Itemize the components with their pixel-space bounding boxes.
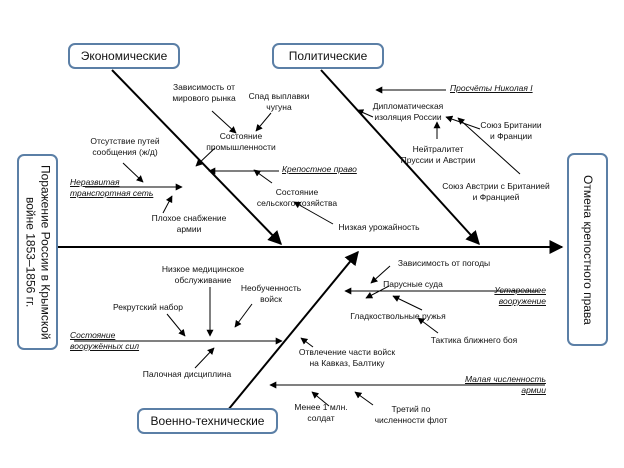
cause-alliance-uk-fr: Союз Британии и Франции [480,120,542,141]
problem-line-1: Поражение России в Крымской [38,164,53,340]
arrow-alliance-at [457,117,521,175]
arrow-diversion [300,337,314,348]
arrow-sail [365,285,390,299]
cause-neutrality: Нейтралитет Пруссии и Австрии [400,144,476,165]
arrow-no-routes [122,162,144,183]
category-military-label: Военно-технические [150,414,265,428]
effect-box: Отмена крепостного права [567,153,608,346]
military-bone [227,250,359,411]
cause-untrained: Необученность войск [240,283,302,304]
category-economic-label: Экономические [80,49,168,63]
cause-stick: Палочная дисциплина [142,369,232,379]
category-political-label: Политические [288,49,368,63]
arrow-industry [195,147,216,167]
cause-supply: Плохое снабжение армии [151,213,227,234]
cause-harvest: Низкая урожайность [338,222,420,232]
effect-text: Отмена крепостного права [580,175,595,325]
arrow-fleet [354,391,374,406]
cause-recruit: Рекрутский набор [113,302,183,312]
problem-line-2: войне 1853–1856 гг. [23,196,38,308]
cause-serfdom: Крепостное право [282,164,357,174]
cause-isolation: Дипломатическая изоляция России [372,101,444,122]
cause-soldiers: Менее 1 млн. солдат [294,402,348,423]
cause-industry-state: Состояние промышленности [206,131,276,152]
cause-tactics: Тактика ближнего боя [430,335,518,345]
cause-fleet: Третий по численности флот [374,404,448,425]
cause-no-routes: Отсутствие путей сообщения (ж/д) [90,136,160,157]
arrow-recruit [166,313,186,337]
cause-army-state: Состояние вооружённых сил [70,330,140,351]
arrow-iron-decline [255,112,272,132]
effect-label: Отмена крепостного права [581,174,595,325]
arrow-weather [370,265,391,284]
cause-alliance-at: Союз Австрии с Британией и Францией [442,181,550,202]
arrow-isolation [356,109,374,118]
economic-bone [111,69,282,246]
cause-dependence-market: Зависимость от мирового рынка [172,82,236,103]
category-political: Политические [272,43,384,69]
problem-text: Поражение России в Крымской войне 1853–1… [23,165,53,340]
category-military: Военно-технические [137,408,278,434]
cause-diversion: Отвлечение части войск на Кавказ, Балтик… [298,347,396,368]
arrow-harvest [293,201,334,225]
arrow-dependence-market [211,110,237,134]
cause-small-number: Малая численность армии [464,374,546,395]
arrow-soldiers [311,391,330,407]
cause-smoothbore: Гладкоствольные ружья [350,311,446,321]
arrow-stick [194,347,215,369]
cause-outdated: Устаревшее вооружение [494,285,546,306]
problem-box: Поражение России в Крымской войне 1853–1… [17,154,58,350]
category-economic: Экономические [68,43,180,69]
cause-agriculture-state: Состояние сельского хозяйства [256,187,338,208]
cause-sail: Парусные суда [383,279,443,289]
arrow-tactics [417,317,439,334]
arrow-untrained [234,303,253,328]
arrow-agriculture [253,169,273,184]
cause-nicholas: Просчёты Николая I [450,83,533,93]
political-bone [320,69,480,246]
cause-transport: Неразвитая транспортная сеть [70,177,154,198]
cause-iron-decline: Спад выплавки чугуна [248,91,310,112]
arrow-supply [162,195,173,214]
cause-weather: Зависимость от погоды [397,258,491,268]
cause-medical: Низкое медицинское обслуживание [161,264,245,285]
arrow-smoothbore [392,295,423,311]
